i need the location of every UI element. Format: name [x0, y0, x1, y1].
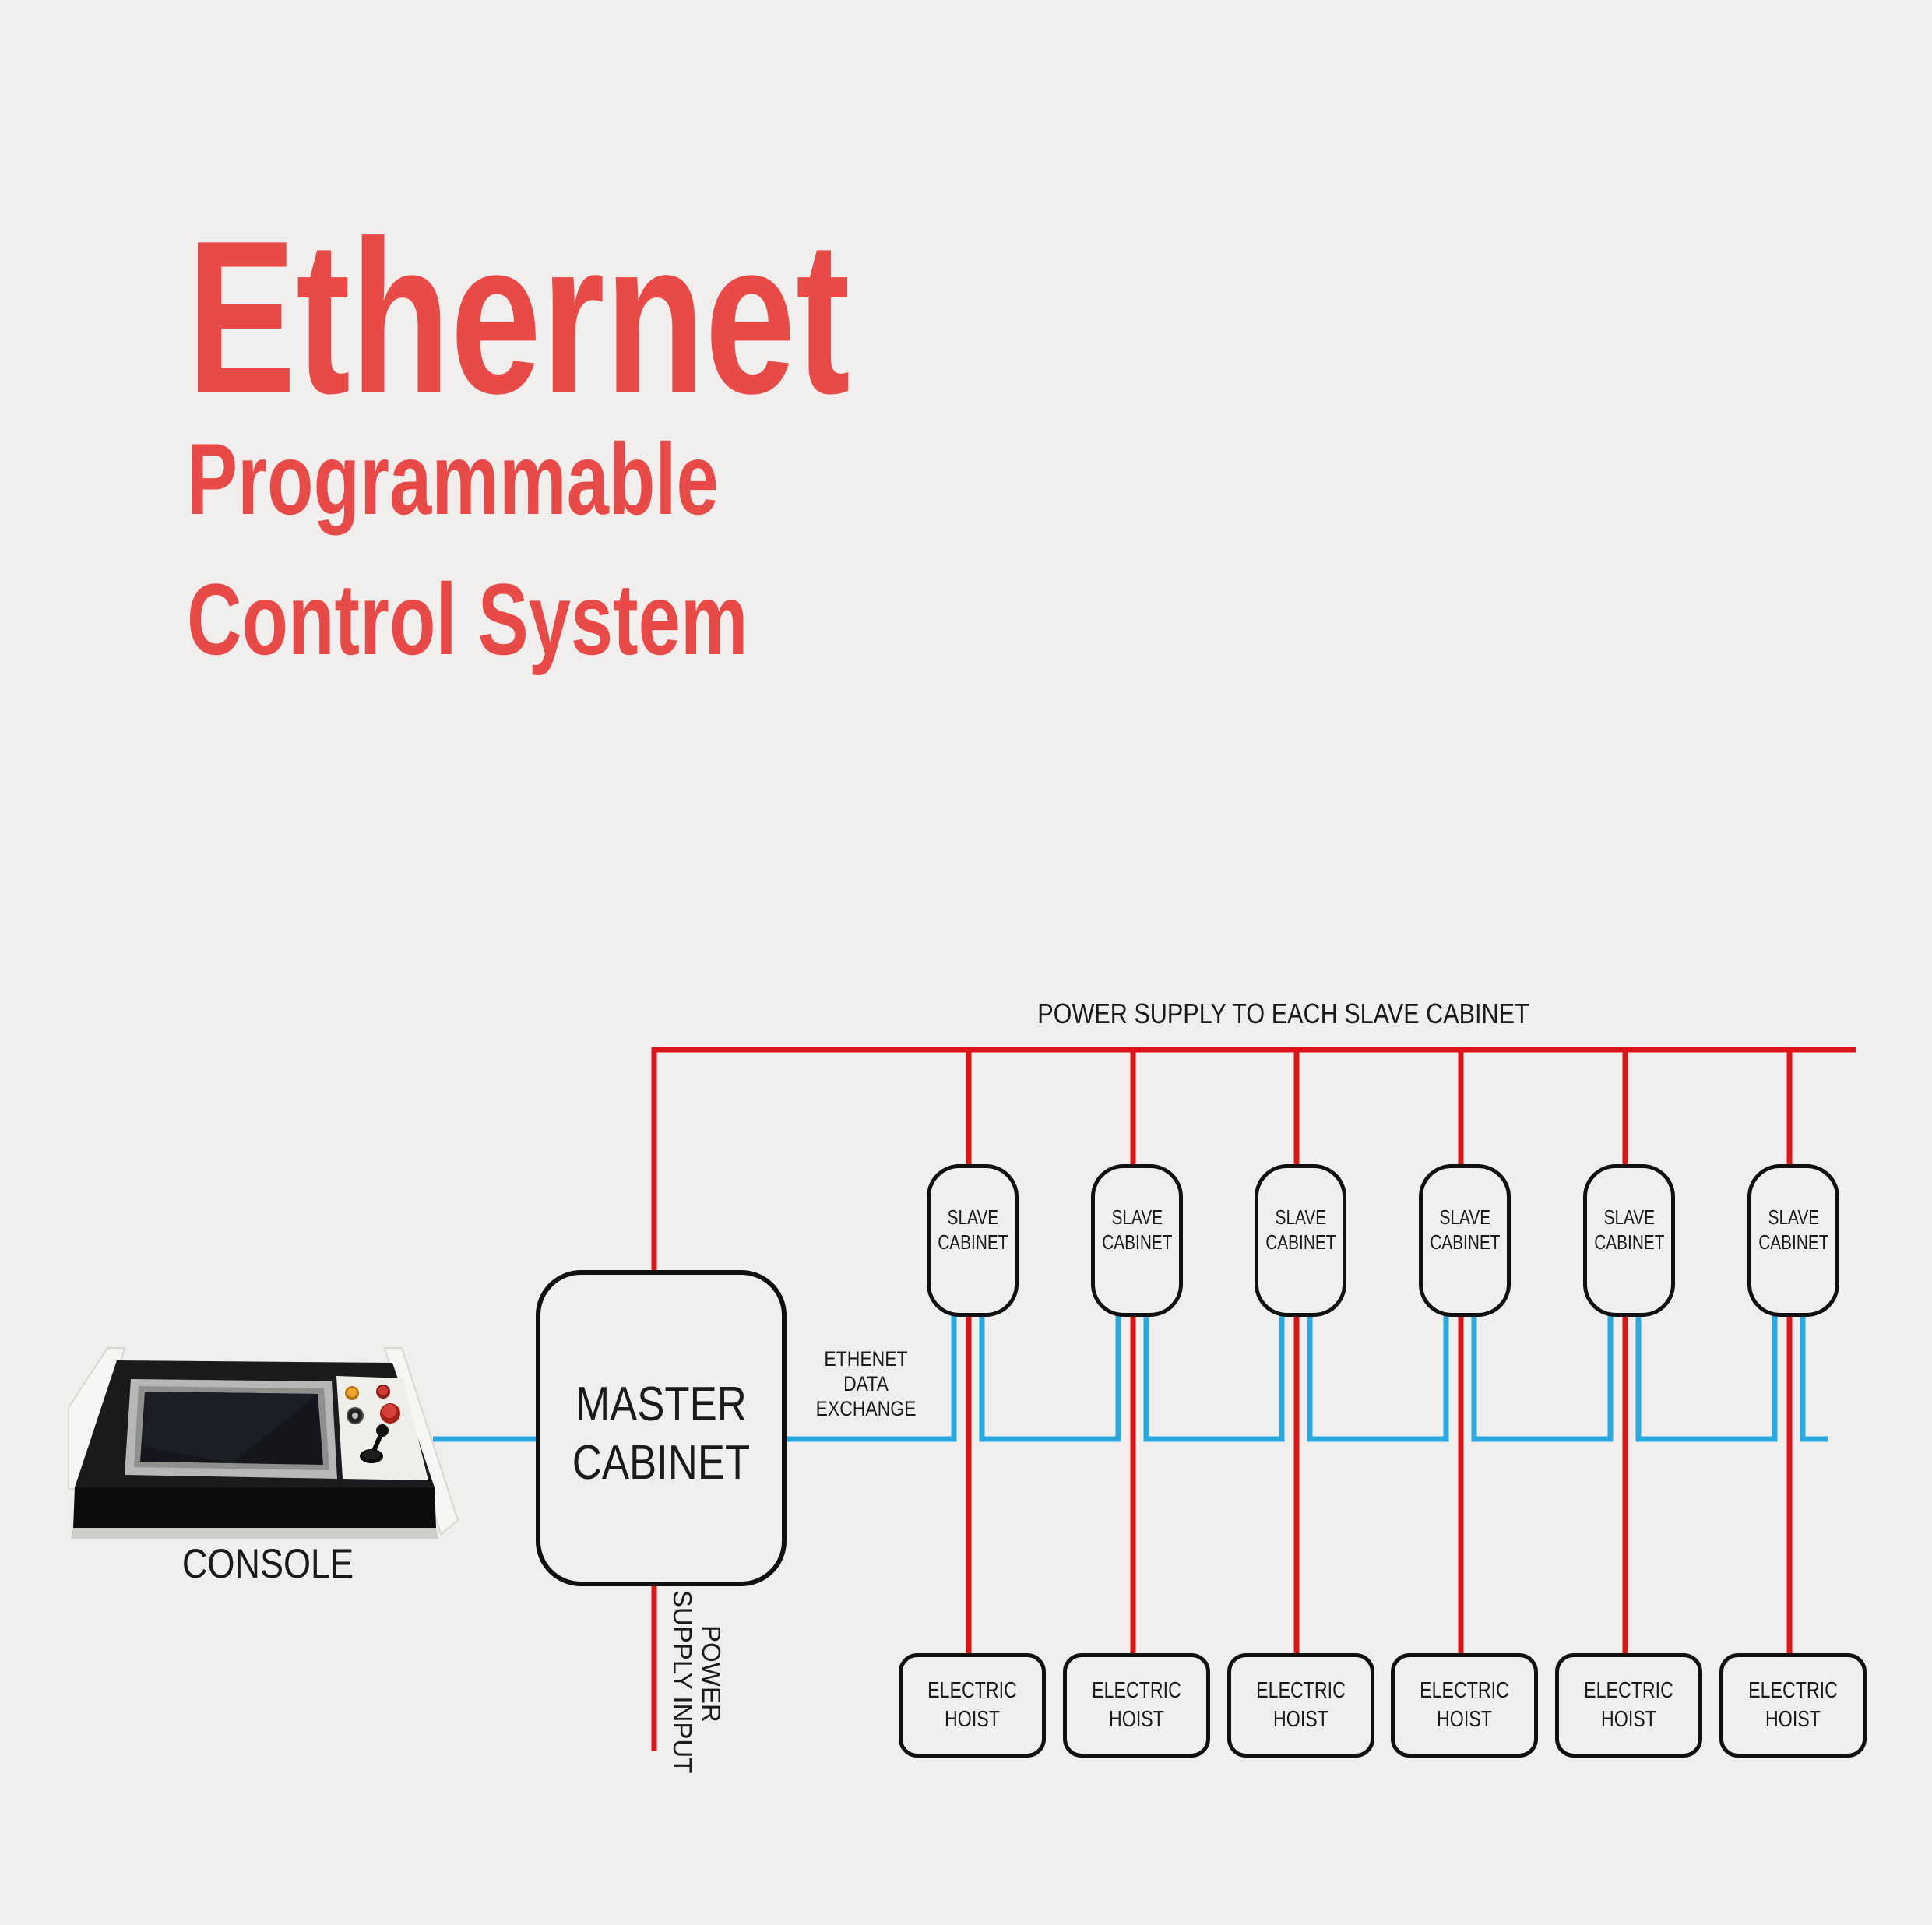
electric-hoist-label-4: ELECTRIC HOIST — [1420, 1678, 1509, 1732]
master-cabinet-label: MASTER CABINET — [572, 1378, 751, 1490]
ethernet-label-line3: EXCHANGE — [815, 1397, 917, 1420]
page-subtitle-line2: Control System — [187, 562, 748, 676]
slave-cabinet-box-5: SLAVE CABINET — [1583, 1164, 1675, 1317]
electric-hoist-label-1: ELECTRIC HOIST — [927, 1678, 1017, 1732]
slave-cabinet-label-3: SLAVE CABINET — [1265, 1205, 1336, 1254]
power-bus-line — [651, 1047, 1856, 1270]
electric-hoist-label-2: ELECTRIC HOIST — [1092, 1678, 1181, 1732]
ethernet-label-line1: ETHENET — [824, 1347, 908, 1371]
ethernet-data-exchange-label: ETHENET DATA EXCHANGE — [767, 1346, 966, 1421]
ethernet-cab1-to-cab2 — [979, 1307, 1121, 1442]
slave-cabinet-box-3: SLAVE CABINET — [1255, 1164, 1346, 1317]
slave-cabinet-box-6: SLAVE CABINET — [1747, 1164, 1839, 1317]
ethernet-label-line2: DATA — [843, 1372, 889, 1395]
slave-cabinet-label-2: SLAVE CABINET — [1101, 1205, 1173, 1254]
master-cabinet-box: MASTER CABINET — [536, 1270, 787, 1586]
console-label: CONSOLE — [181, 1541, 354, 1587]
electric-hoist-box-3: ELECTRIC HOIST — [1227, 1653, 1374, 1758]
power-input-line2: SUPPLY INPUT — [668, 1590, 697, 1774]
slave-cabinet-label-5: SLAVE CABINET — [1593, 1205, 1665, 1254]
ethernet-cab4-to-cab5 — [1471, 1307, 1614, 1442]
page-title: Ethernet — [187, 196, 850, 439]
page-subtitle-line1: Programmable — [187, 422, 719, 536]
electric-hoist-label-6: ELECTRIC HOIST — [1748, 1678, 1838, 1732]
slave-cabinet-box-1: SLAVE CABINET — [927, 1164, 1019, 1317]
power-bus-label: POWER SUPPLY TO EACH SLAVE CABINET — [1037, 998, 1529, 1029]
power-input-line1: POWER — [697, 1625, 726, 1723]
slave-cabinet-label-4: SLAVE CABINET — [1429, 1205, 1501, 1254]
slave-cabinet-label-6: SLAVE CABINET — [1758, 1205, 1829, 1254]
key-switch-key — [352, 1413, 358, 1419]
power-supply-lines — [651, 1047, 1856, 1751]
electric-hoist-label-3: ELECTRIC HOIST — [1256, 1678, 1346, 1732]
electric-hoist-label-5: ELECTRIC HOIST — [1584, 1678, 1673, 1732]
console-front-face — [73, 1487, 436, 1528]
red-pilot-lens — [378, 1386, 388, 1395]
ethernet-cab3-to-cab4 — [1307, 1307, 1449, 1442]
console-photo — [68, 1347, 459, 1539]
screen-glare — [143, 1392, 318, 1463]
console-base-strip — [71, 1528, 438, 1539]
ethernet-cab6-tail — [1800, 1307, 1828, 1442]
electric-hoist-box-5: ELECTRIC HOIST — [1555, 1653, 1702, 1758]
electric-hoist-box-1: ELECTRIC HOIST — [899, 1653, 1046, 1758]
amber-pilot-lens — [347, 1388, 357, 1397]
ethernet-master-to-cab1 — [777, 1307, 957, 1442]
electric-hoist-box-4: ELECTRIC HOIST — [1391, 1653, 1538, 1758]
ethernet-cab5-to-cab6 — [1635, 1307, 1778, 1442]
power-supply-input-label: POWER SUPPLY INPUT — [663, 1590, 726, 1774]
ethernet-cab2-to-cab3 — [1143, 1307, 1285, 1442]
joystick-knob — [376, 1424, 389, 1437]
emergency-stop-cap — [382, 1404, 396, 1418]
slave-cabinet-label-1: SLAVE CABINET — [937, 1205, 1008, 1254]
slave-cabinet-box-4: SLAVE CABINET — [1419, 1164, 1511, 1317]
electric-hoist-box-2: ELECTRIC HOIST — [1063, 1653, 1210, 1758]
electric-hoist-box-6: ELECTRIC HOIST — [1719, 1653, 1867, 1758]
slave-cabinet-box-2: SLAVE CABINET — [1091, 1164, 1183, 1317]
ethernet-lines — [433, 1307, 1828, 1442]
joystick-boot-ring — [363, 1450, 380, 1459]
